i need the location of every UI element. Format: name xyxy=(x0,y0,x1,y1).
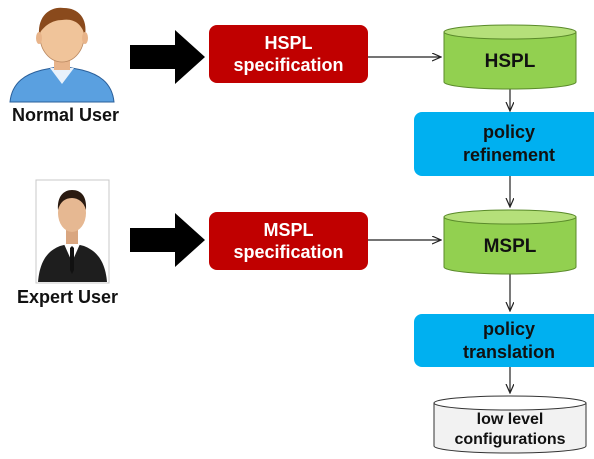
mspl-store-cylinder xyxy=(443,209,577,275)
mspl-store-label: MSPL xyxy=(483,236,537,257)
expert-user-avatar xyxy=(35,179,110,284)
low-level-configs-cylinder xyxy=(433,395,587,454)
policy-refinement-box: policy refinement xyxy=(414,112,594,176)
normal-user-label: Normal User xyxy=(12,105,120,125)
policy-translation-box: policy translation xyxy=(414,314,594,367)
hspl-store-label: HSPL xyxy=(484,51,536,72)
hspl-store-cylinder xyxy=(443,24,577,90)
mspl-specification-box: MSPL specification xyxy=(209,212,368,270)
expert-user-block-arrow xyxy=(130,213,205,267)
normal-user-avatar xyxy=(9,7,115,103)
normal-user-block-arrow xyxy=(130,30,205,84)
expert-user-label: Expert User xyxy=(17,287,119,307)
hspl-specification-box: HSPL specification xyxy=(209,25,368,83)
low-level-configs-label: low level configurations xyxy=(454,411,566,448)
